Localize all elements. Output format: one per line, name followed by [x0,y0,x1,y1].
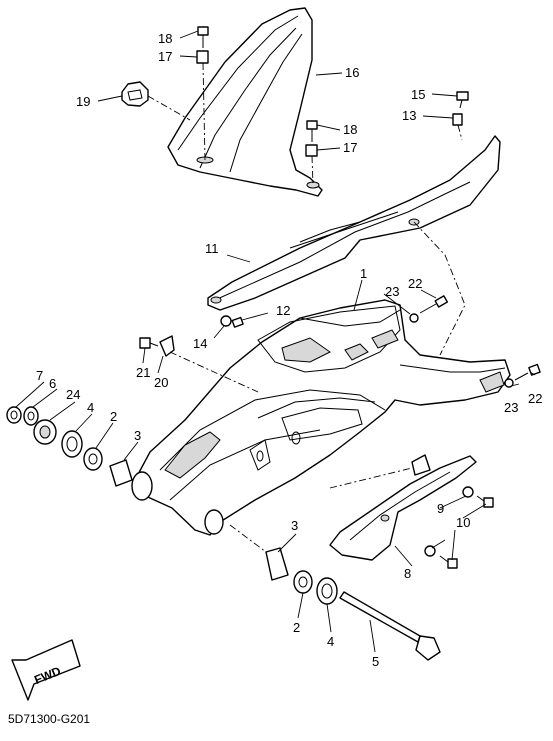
diagram-code: 5D71300-G201 [8,712,91,726]
collar-part-17-upper [196,50,209,64]
washer-part-6 [23,406,39,426]
callout-21: 21 [136,365,150,380]
nut-part-9-lower [424,545,436,557]
chain-guard-part-11 [207,135,501,311]
washer-part-23-lower [504,378,514,388]
bolt-part-10-lower [439,555,458,569]
callout-12: 12 [276,303,290,318]
swingarm-part-1 [131,299,511,536]
callout-18-lower: 18 [343,122,357,137]
callout-3-left: 3 [134,428,141,443]
callout-22-upper: 22 [408,276,422,291]
callout-2-left: 2 [110,409,117,424]
callout-18-upper: 18 [158,31,172,46]
collar-part-3-right [265,547,289,581]
callout-7: 7 [36,368,43,383]
callout-22-lower: 22 [528,391,542,406]
bolt-part-18-lower [306,120,318,142]
oil-seal-part-4-left [61,430,83,458]
fwd-arrow-icon: FWD [11,639,81,701]
collar-part-17-lower [305,144,318,157]
chain-support-part-8 [329,454,477,561]
bearing-part-2-right [293,570,313,594]
callout-1: 1 [360,266,367,281]
washer-part-23-upper [409,313,419,323]
callout-10: 10 [456,515,470,530]
callout-3-right: 3 [291,518,298,533]
callout-14: 14 [193,336,207,351]
callout-6: 6 [49,376,56,391]
adjuster-part-24 [33,419,57,445]
bolt-part-10-upper [476,495,494,508]
callout-11: 11 [205,241,219,256]
bracket-part-20 [159,335,175,357]
bearing-part-2-left [83,447,103,471]
callout-8: 8 [404,566,411,581]
bolt-part-18-upper [197,26,209,48]
bolt-part-22-lower [514,363,541,381]
callout-24: 24 [66,387,80,402]
callout-17-lower: 17 [343,140,357,155]
callout-4-right: 4 [327,634,334,649]
clip-part-19 [121,81,149,107]
callout-20: 20 [154,375,168,390]
collar-part-14 [220,315,232,327]
bolt-part-22-upper [419,295,449,314]
callout-23-upper: 23 [385,284,399,299]
callout-23-lower: 23 [504,400,518,415]
screw-part-21 [139,337,159,349]
bolt-part-12 [231,316,244,328]
callout-16: 16 [345,65,359,80]
callout-17-upper: 17 [158,49,172,64]
callout-19: 19 [76,94,90,109]
nut-part-9-upper [462,486,474,498]
callout-9: 9 [437,501,444,516]
oil-seal-part-4-right [316,577,338,605]
pivot-shaft-part-5 [339,591,441,661]
callout-4-left: 4 [87,400,94,415]
callout-13: 13 [402,108,416,123]
callout-5: 5 [372,654,379,669]
callout-15: 15 [411,87,425,102]
collar-part-3-left [109,459,133,487]
collar-part-13 [452,113,463,126]
nut-part-7 [6,406,22,424]
bolt-part-15 [456,91,469,109]
callout-2-right: 2 [293,620,300,635]
rear-fender-part-16 [167,7,323,197]
